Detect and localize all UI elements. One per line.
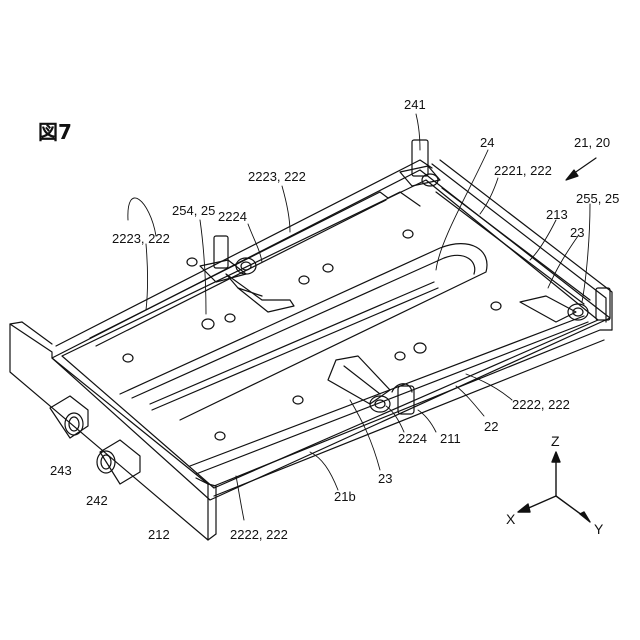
slide-plate-right: [520, 296, 576, 322]
connector-243: [50, 396, 88, 438]
label-2222-222-right: 2222, 222: [512, 398, 570, 411]
tray-outline: [52, 160, 612, 500]
boss-255: [568, 288, 610, 320]
label-2221-222: 2221, 222: [494, 164, 552, 177]
label-211: 211: [440, 432, 461, 445]
axis-label-z: Z: [551, 434, 560, 448]
label-243: 243: [50, 464, 72, 477]
label-21b: 21b: [334, 490, 356, 503]
label-22: 22: [484, 420, 498, 433]
label-241: 241: [404, 98, 426, 111]
slide-plate-top: [226, 274, 294, 312]
label-242: 242: [86, 494, 108, 507]
label-23-bottom: 23: [378, 472, 392, 485]
label-2223-222-left: 2223, 222: [112, 232, 170, 245]
label-255-25: 255, 25: [576, 192, 619, 205]
reference-arrow-21: [566, 158, 596, 180]
axis-label-x: X: [506, 512, 515, 526]
axis-indicator: [518, 452, 590, 522]
label-24: 24: [480, 136, 494, 149]
label-213: 213: [546, 208, 568, 221]
label-2224-bottom: 2224: [398, 432, 427, 445]
label-23-right: 23: [570, 226, 584, 239]
slide-plate-bottom: [328, 356, 390, 404]
label-2222-222-bottom: 2222, 222: [230, 528, 288, 541]
front-panel-212: [10, 322, 216, 540]
label-2223-222-top: 2223, 222: [248, 170, 306, 183]
label-254-25: 254, 25: [172, 204, 215, 217]
label-21-20: 21, 20: [574, 136, 610, 149]
axis-label-y: Y: [594, 522, 603, 536]
label-212: 212: [148, 528, 170, 541]
label-2224-top: 2224: [218, 210, 247, 223]
long-slot-24: [120, 244, 487, 420]
